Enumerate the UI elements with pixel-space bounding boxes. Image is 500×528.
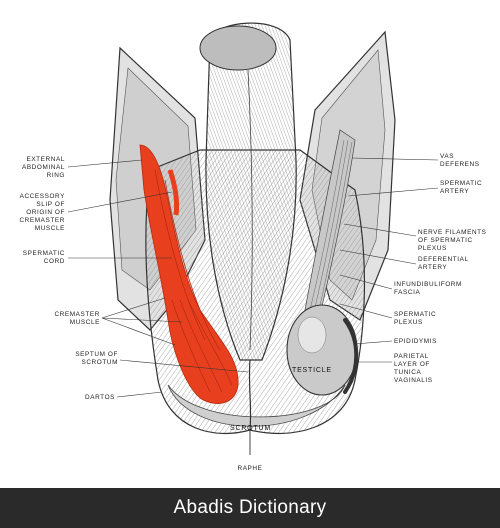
def-artery-leader — [339, 249, 417, 265]
vas-line2: DEFERENS — [440, 161, 480, 168]
accessory-line2: SLIP OF — [36, 201, 65, 208]
def-artery-line2: ARTERY — [418, 264, 447, 271]
label-epididymis: EPIDIDYMIS — [353, 338, 437, 345]
label-dartos: DARTOS — [85, 391, 163, 401]
label-spermatic-plexus: SPERMATIC PLEXUS — [339, 303, 436, 326]
label-spermatic-artery: SPERMATIC ARTERY — [347, 180, 482, 197]
label-external-abdominal-ring: EXTERNAL ABDOMINAL RING — [22, 156, 143, 179]
cremaster-leader-b — [101, 317, 183, 323]
cord-fibres — [309, 139, 353, 315]
label-parietal-layer: PARIETAL LAYER OF TUNICA VAGINALIS — [355, 353, 433, 384]
parietal-line2: LAYER OF — [394, 361, 430, 368]
label-cremaster-muscle: CREMASTER MUSCLE — [54, 297, 183, 346]
sp-artery-line2: ARTERY — [440, 188, 469, 195]
cremaster-line1: CREMASTER — [54, 311, 100, 318]
infund-leader — [339, 274, 393, 290]
label-nerve-filaments: NERVE FILAMENTS OF SPERMATIC PLEXUS — [343, 223, 487, 252]
epid-leader — [353, 340, 393, 345]
label-scrotum: SCROTUM — [230, 425, 271, 432]
cremaster-leader-a — [101, 297, 166, 319]
label-accessory-slip: ACCESSORY SLIP OF ORIGIN OF CREMASTER MU… — [19, 191, 173, 232]
accessory-line1: ACCESSORY — [20, 193, 66, 200]
penis-shaft — [205, 22, 297, 361]
testis-highlight — [297, 316, 327, 354]
anatomy-plate: EXTERNAL ABDOMINAL RING ACCESSORY SLIP O… — [19, 22, 487, 472]
label-vas-deferens: VAS DEFERENS — [351, 153, 480, 168]
nerve-leader — [343, 223, 417, 237]
sp-artery-line1: SPERMATIC — [440, 180, 482, 187]
cremaster-leader-c — [101, 317, 176, 346]
scrotum-lower-fold — [167, 384, 346, 427]
vas-leader — [351, 157, 439, 161]
sp-plexus-line2: PLEXUS — [394, 319, 423, 326]
sp-artery-leader — [347, 187, 439, 197]
ext-ring-line2: ABDOMINAL — [22, 164, 65, 171]
vas-line1: VAS — [440, 153, 454, 160]
accessory-leader — [67, 191, 173, 213]
infund-line1: INFUNDIBULIFORM — [394, 281, 462, 288]
penis-dorsal-groove — [247, 69, 253, 351]
ext-ring-leader — [67, 159, 143, 168]
nerve-line1: NERVE FILAMENTS — [418, 229, 487, 236]
testicle-shape — [286, 304, 358, 396]
ext-ring-line3: RING — [47, 172, 65, 179]
nerve-line3: PLEXUS — [418, 245, 447, 252]
cord-line2: CORD — [44, 258, 65, 265]
septum-leader — [119, 359, 249, 373]
septum-line2: SCROTUM — [81, 359, 118, 366]
watermark-text: Abadis Dictionary — [173, 497, 327, 518]
label-septum-of-scrotum: SEPTUM OF SCROTUM — [75, 351, 249, 373]
dartos-line1: DARTOS — [85, 394, 115, 401]
watermark-footer: Abadis Dictionary — [0, 488, 500, 528]
ext-ring-line1: EXTERNAL — [26, 156, 65, 163]
accessory-line4: CREMASTER — [19, 217, 65, 224]
glans — [199, 25, 277, 71]
parietal-line1: PARIETAL — [394, 353, 429, 360]
accessory-slip — [167, 169, 180, 216]
label-raphe: RAPHE — [237, 465, 262, 472]
parietal-line4: VAGINALIS — [394, 377, 433, 384]
label-testicle: TESTICLE — [292, 367, 332, 374]
cord-line1: SPERMATIC — [23, 250, 65, 257]
label-deferential-artery: DEFERENTIAL ARTERY — [339, 249, 469, 271]
septum-line1: SEPTUM OF — [75, 351, 118, 358]
label-infundibuliform-fascia: INFUNDIBULIFORM FASCIA — [339, 274, 462, 296]
accessory-line5: MUSCLE — [35, 225, 65, 232]
epididymis-shape — [343, 318, 359, 394]
septum-of-scrotum — [248, 359, 252, 431]
epid-line1: EPIDIDYMIS — [394, 338, 437, 345]
nerve-line2: OF SPERMATIC — [418, 237, 473, 244]
infund-line2: FASCIA — [394, 289, 420, 296]
label-spermatic-cord: SPERMATIC CORD — [23, 250, 172, 265]
parietal-line3: TUNICA — [394, 369, 422, 376]
sp-plexus-leader — [339, 303, 393, 319]
def-artery-line1: DEFERENTIAL — [418, 256, 469, 263]
sp-plexus-line1: SPERMATIC — [394, 311, 436, 318]
cremaster-line2: MUSCLE — [70, 319, 100, 326]
dartos-leader — [116, 391, 163, 398]
accessory-line3: ORIGIN OF — [26, 209, 65, 216]
